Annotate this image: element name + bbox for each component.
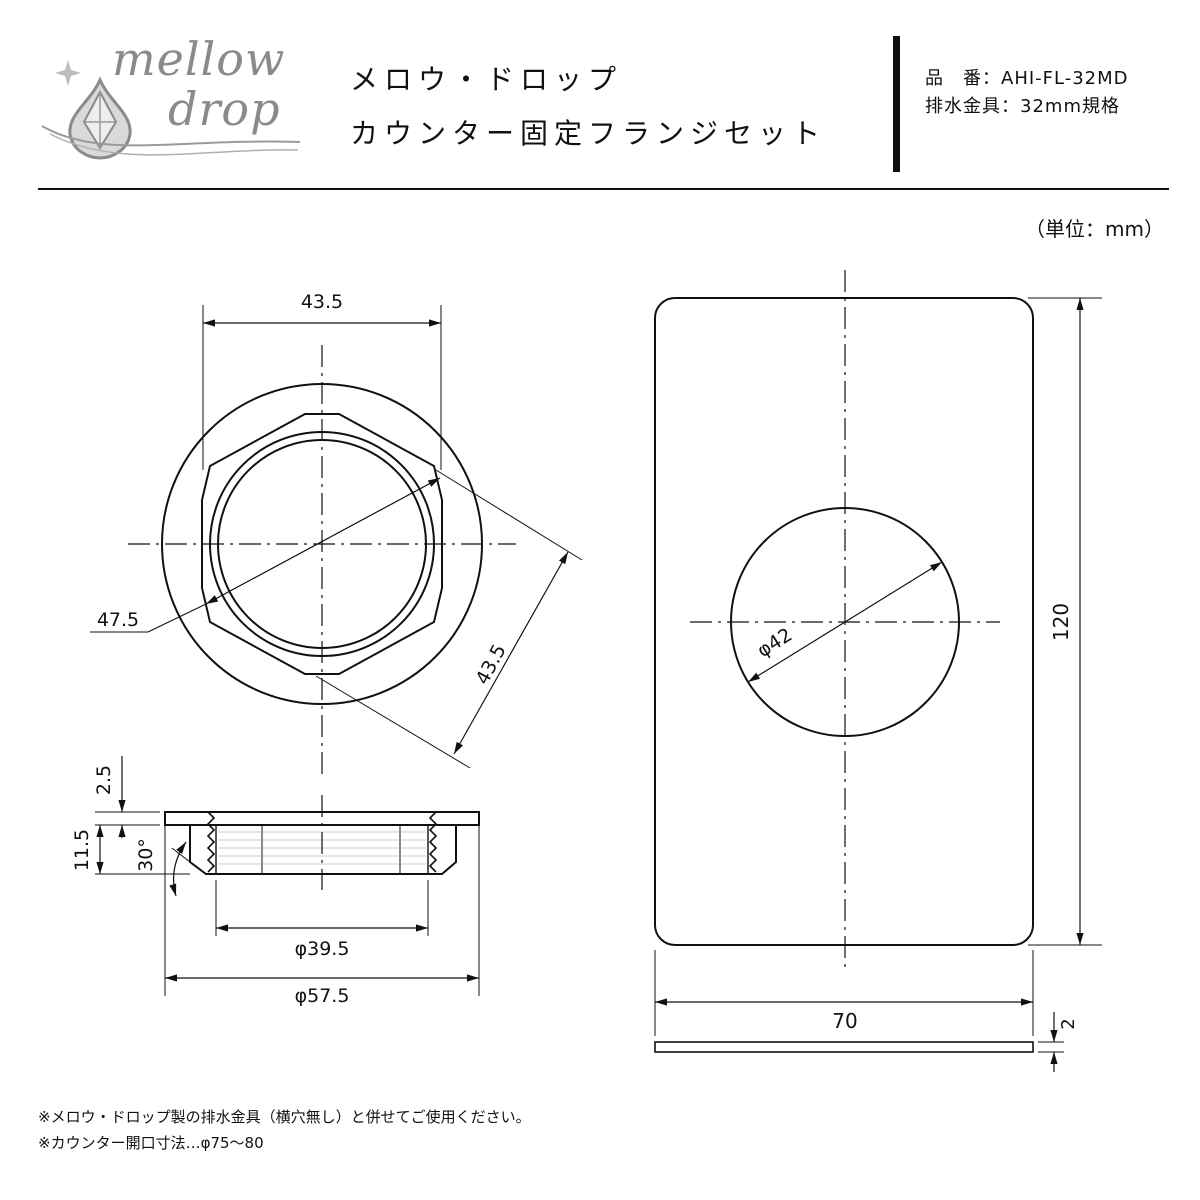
drain-standard: 排水金具：32mm規格 (925, 96, 1120, 117)
dim-plate-width: 70 (832, 1009, 857, 1033)
dim-outer-diameter: φ57.5 (295, 985, 350, 1007)
opening-size-note: ※カウンター開口寸法…φ75～80 (38, 1134, 264, 1152)
brand-word-mellow: mellow (112, 32, 286, 86)
header-rule (38, 188, 1169, 190)
flange-top-view (90, 305, 583, 780)
dim-body-height: 11.5 (71, 829, 93, 871)
counter-plate-view (654, 270, 1102, 1072)
dim-plate-height: 120 (1049, 603, 1073, 641)
brand-logo: mellow drop (40, 30, 310, 170)
dim-flange-thickness: 2.5 (93, 765, 115, 795)
product-series-title: メロウ・ドロップ (350, 63, 623, 96)
dim-corner-diagonal: 47.5 (97, 609, 139, 631)
usage-note: ※メロウ・ドロップ製の排水金具（横穴無し）と併せてご使用ください。 (38, 1108, 531, 1126)
drop-gem-icon (41, 60, 301, 160)
product-name-title: カウンター固定フランジセット (350, 117, 827, 150)
dim-thread-angle: 30° (135, 838, 157, 872)
dim-inner-diameter: φ39.5 (295, 938, 350, 960)
header-divider (893, 36, 900, 172)
flange-side-view (95, 756, 480, 996)
dim-top-width: 43.5 (301, 291, 343, 313)
unit-label: （単位：mm） (1025, 217, 1164, 241)
dim-plate-thickness: 2 (1058, 1018, 1079, 1029)
brand-word-drop: drop (168, 82, 281, 136)
product-number: 品 番：AHI-FL-32MD (925, 68, 1129, 89)
